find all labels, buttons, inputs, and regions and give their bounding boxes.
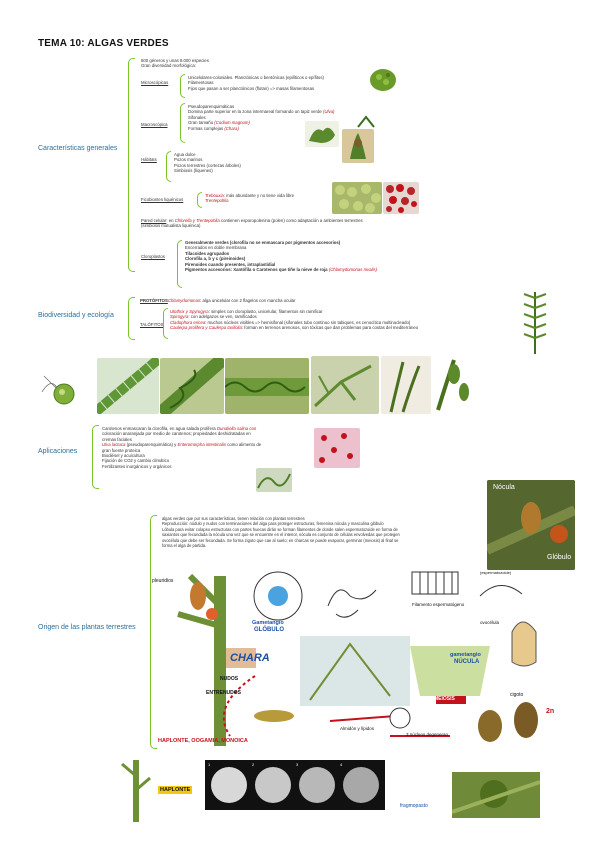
label-chara: CHARA: [230, 652, 270, 664]
label-gametangio2: gametangio: [450, 652, 481, 658]
list-macroscopicas: Pseudoparenquimáticas Domina parte super…: [188, 104, 335, 131]
label-nucleos: 3 núcleos degeneran: [406, 732, 449, 737]
label-anterozoide: (espermatozoide): [480, 570, 512, 575]
photo-ulva: [305, 121, 339, 147]
label-2n: 2n: [546, 708, 555, 715]
photo-caulerpa-1: [381, 356, 431, 414]
frame-1: 1: [208, 762, 211, 767]
label-entrenudos: ENTRENUDOS: [206, 690, 242, 696]
photo-bottom-alga: [451, 772, 541, 818]
section-aplicaciones: Aplicaciones: [38, 448, 78, 455]
section-caracteristicas: Características generales: [38, 145, 118, 152]
photo-trentepohlia: [383, 182, 419, 214]
brace-fico: [197, 192, 202, 208]
photo-dunaliella: [314, 428, 360, 468]
label-globulo: Glóbulo: [547, 554, 572, 561]
list-talofitos: Ulothrix y Spyrogyra: simples con clorop…: [170, 309, 419, 331]
photo-chlamydomonas: [38, 362, 78, 414]
label-globulo-diagram: GLÓBULO: [254, 627, 284, 633]
label-gametangio: Gametangio: [252, 620, 284, 626]
photo-spirogyra-2: [225, 358, 309, 414]
photo-chara-small: [356, 115, 376, 129]
frame-4: 4: [340, 762, 343, 767]
label-fragmopasto: fragmopasto: [400, 803, 428, 809]
label-bottom-haplonte: HAPLONTE: [158, 786, 193, 794]
label-talofitos: TALÓFITOS: [140, 322, 164, 327]
photo-trebouxia: [332, 182, 382, 214]
label-meiosis: MEIOSIS: [434, 696, 455, 702]
photo-colonia: [368, 67, 398, 93]
brace-cloro: [177, 240, 182, 288]
photo-caulerpa-taxifolia: [520, 290, 550, 356]
list-ficobiontes: Trebouxia: más abundante y no tiene vida…: [205, 193, 295, 204]
list-habitats: Agua dulce Pozos marinos Pozos terrestre…: [174, 152, 241, 174]
chara-life-cycle-diagram: pleuridios Gametangio GLÓBULO Filamento …: [150, 566, 590, 752]
section-biodiversidad: Biodiversidad y ecología: [38, 312, 114, 319]
brace-caracteristicas: [128, 58, 135, 272]
label-macroscopicas: Macroscópica: [141, 122, 168, 127]
label-cigoto: cigoto: [510, 692, 524, 698]
brace-biodiv: [128, 297, 135, 340]
list-cloroplastos: Generalmente verdes (clorofila no se enm…: [185, 240, 378, 273]
label-haplonte-cycle: HAPLONTE, OOGAMIA, MONOICA: [158, 738, 248, 744]
label-ficobiontes: Ficobiontes liquénicos: [141, 197, 184, 202]
list-microscopicas: Unicelulares-coloniales. Planctónicas o …: [188, 75, 324, 91]
brace-talofitos: [163, 308, 168, 339]
bottom-haplonte-plant: [116, 756, 156, 822]
label-almidon: Almidón y lípidos: [340, 726, 375, 731]
section-origen: Origen de las plantas terrestres: [38, 624, 136, 631]
label-cloroplastos: Cloroplastos: [141, 254, 165, 259]
page-title: TEMA 10: ALGAS VERDES: [38, 38, 169, 49]
brace-micro: [180, 74, 185, 98]
list-origen: algas verdes que por sus características…: [162, 516, 400, 549]
label-nucula-diagram: NÚCULA: [454, 659, 480, 665]
frame-2: 2: [252, 762, 255, 767]
photo-ulothrix: [97, 358, 159, 414]
brace-origen: [150, 515, 157, 749]
list-aplicaciones: Carotenos enmascaran la clorofila, en ag…: [102, 426, 262, 469]
brace-macro: [180, 103, 185, 143]
photo-spirogyra-1: [160, 358, 224, 414]
label-pleuridios: pleuridios: [152, 578, 174, 584]
label-microscopicas: Microscópicas: [141, 80, 169, 85]
label-nudos: NUDOS: [220, 676, 239, 682]
micrograph-strip: 1 2 3 4: [205, 760, 385, 810]
label-habitats: Hábitats: [141, 157, 157, 162]
brace-habitats: [166, 151, 171, 182]
label-filamento: Filamento espermatógeno: [412, 602, 465, 607]
label-nucula: Nócula: [493, 484, 515, 491]
photo-cladophora: [311, 356, 379, 414]
protofitos: PROTÓFITOSChlamydomonas: alga unicelular…: [140, 298, 296, 303]
pared-celular: Pared celular: en Chlorella y Trentepohl…: [141, 218, 363, 229]
frame-3: 3: [296, 762, 299, 767]
photo-enteromorpha: [256, 468, 292, 492]
label-ovocelula: ovocélula: [480, 620, 500, 625]
caract-intro: 500 géneros y unas 8.000 especies Gran d…: [141, 58, 209, 69]
brace-aplicaciones: [92, 425, 99, 489]
photo-codium: [342, 129, 374, 163]
photo-caulerpa-2: [434, 354, 474, 414]
photo-nucula-globulo: Nócula Glóbulo: [487, 480, 575, 570]
